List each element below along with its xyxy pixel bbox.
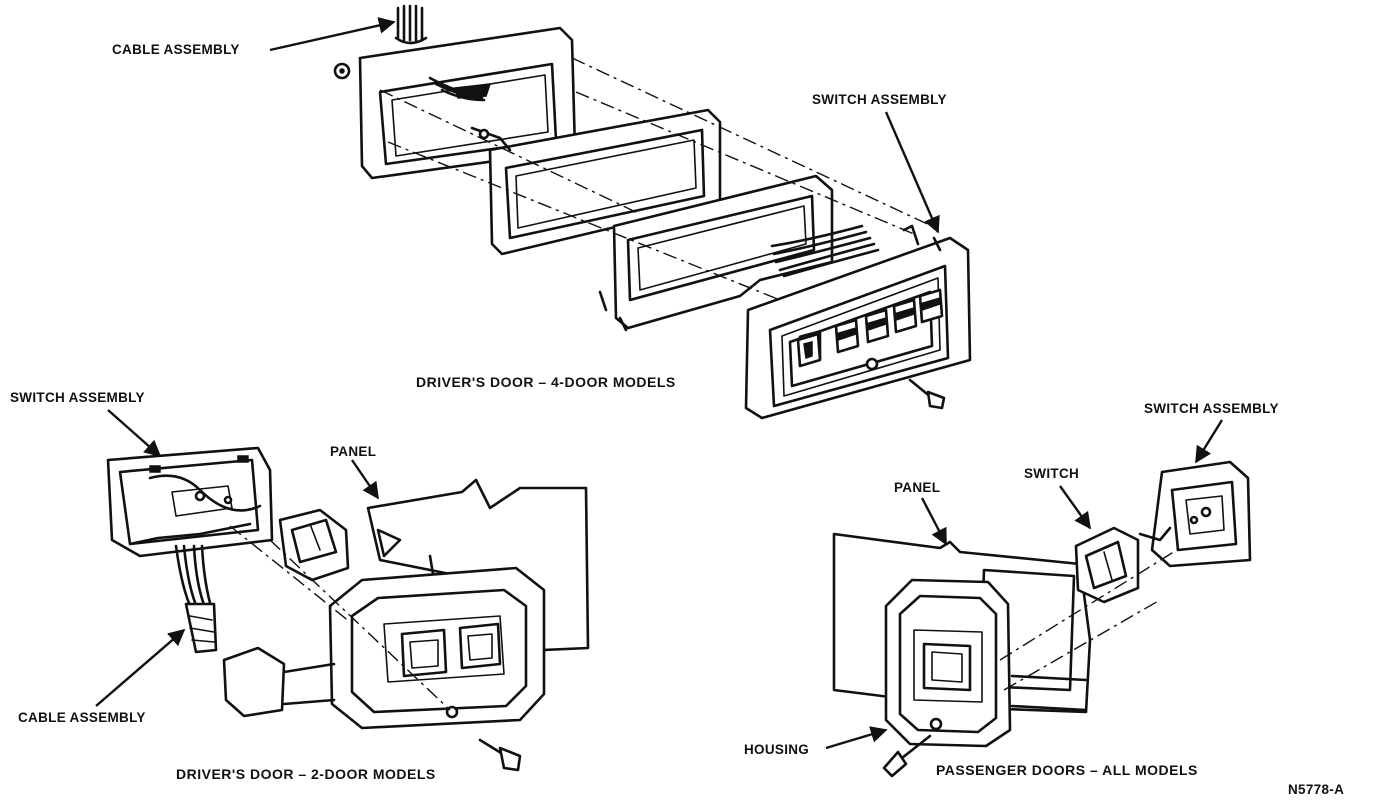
top-cable-leader bbox=[269, 17, 396, 52]
caption-passenger: PASSENGER DOORS – ALL MODELS bbox=[936, 762, 1198, 778]
label-right-panel: PANEL bbox=[894, 480, 941, 495]
left-small-switch bbox=[278, 508, 350, 582]
label-left-panel: PANEL bbox=[330, 444, 377, 459]
top-frame-1 bbox=[470, 108, 722, 256]
right-panel-leader bbox=[920, 497, 948, 546]
top-alignment-lines bbox=[379, 57, 937, 301]
left-housing bbox=[222, 566, 546, 730]
label-top-cable-assembly: CABLE ASSEMBLY bbox=[112, 42, 240, 57]
left-switch-block bbox=[106, 446, 274, 558]
label-right-switch-assembly: SWITCH ASSEMBLY bbox=[1144, 401, 1279, 416]
right-passenger-assembly bbox=[825, 419, 1252, 778]
top-frame-2 bbox=[598, 174, 834, 332]
left-cable-leader bbox=[95, 628, 186, 707]
top-switch-row bbox=[796, 288, 944, 368]
right-align-2 bbox=[1003, 599, 1161, 691]
top-switch-housing bbox=[744, 224, 972, 420]
top-screw bbox=[908, 378, 946, 410]
label-left-cable-assembly: CABLE ASSEMBLY bbox=[18, 710, 146, 725]
top-4door-assembly bbox=[269, 4, 972, 420]
caption-4door: DRIVER'S DOOR – 4-DOOR MODELS bbox=[416, 374, 676, 390]
top-cable-bundle bbox=[394, 4, 428, 45]
label-right-housing: HOUSING bbox=[744, 742, 810, 757]
caption-2door: DRIVER'S DOOR – 2-DOOR MODELS bbox=[176, 766, 436, 782]
right-small-switch bbox=[1074, 526, 1140, 604]
left-panel-leader bbox=[351, 459, 379, 500]
right-housing bbox=[884, 578, 1088, 748]
right-switch-assembly-leader bbox=[1194, 419, 1224, 464]
label-left-switch-assembly: SWITCH ASSEMBLY bbox=[10, 390, 145, 405]
label-top-switch-assembly: SWITCH ASSEMBLY bbox=[812, 92, 947, 107]
label-right-switch: SWITCH bbox=[1024, 466, 1080, 481]
right-switch-assembly-block bbox=[1138, 460, 1252, 568]
top-back-plate bbox=[358, 26, 577, 180]
left-switch-leader bbox=[107, 409, 162, 458]
left-cable bbox=[174, 544, 218, 654]
figure-code: N5778-A bbox=[1288, 782, 1345, 797]
right-housing-leader bbox=[825, 726, 888, 750]
top-nut-hole bbox=[339, 68, 345, 74]
left-align-1 bbox=[229, 525, 351, 623]
right-screw bbox=[882, 734, 932, 778]
top-switch-leader bbox=[884, 111, 940, 234]
right-align-1 bbox=[999, 547, 1181, 661]
right-switch-leader bbox=[1059, 485, 1091, 530]
left-2door-assembly bbox=[95, 409, 590, 772]
left-screw bbox=[478, 738, 522, 772]
